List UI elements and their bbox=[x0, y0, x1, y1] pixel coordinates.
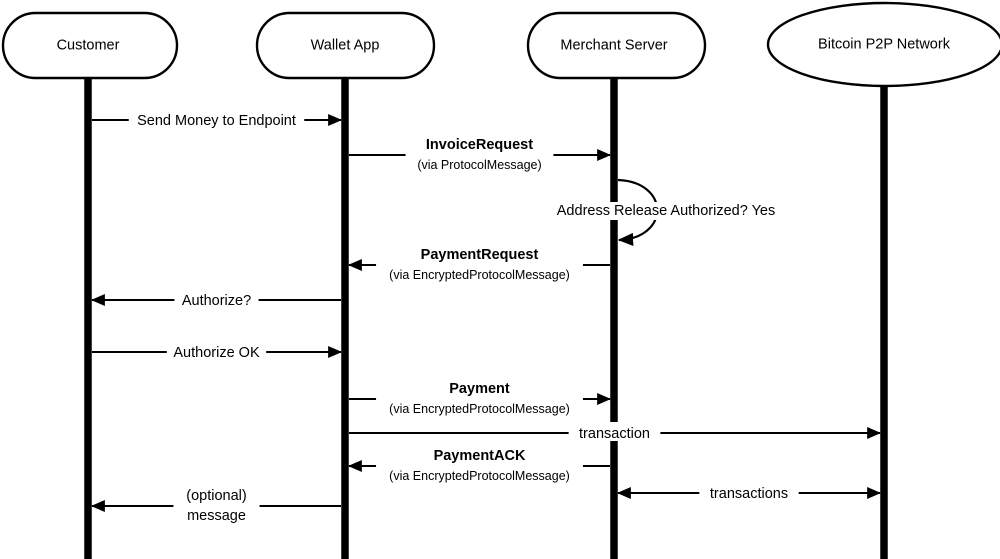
message-label-m1: Send Money to Endpoint bbox=[137, 113, 296, 129]
participant-label-bitcoin: Bitcoin P2P Network bbox=[818, 36, 951, 52]
message-label-m8: transaction bbox=[579, 426, 650, 442]
message-m8: transaction bbox=[349, 422, 882, 442]
message-label-m5: Authorize? bbox=[182, 293, 251, 309]
message-subtitle-m4: (via EncryptedProtocolMessage) bbox=[389, 268, 570, 282]
participant-box-customer[interactable] bbox=[1, 11, 179, 80]
message-title-m7: Payment bbox=[449, 381, 510, 397]
message-m4: PaymentRequest (via EncryptedProtocolMess… bbox=[347, 245, 610, 285]
participant-bitcoin[interactable]: Bitcoin P2P Network bbox=[766, 1, 1000, 88]
message-m1: Send Money to Endpoint bbox=[92, 109, 343, 129]
label-backdrop bbox=[376, 379, 583, 419]
message-label-m10: transactions bbox=[710, 486, 788, 502]
participant-ellipse-bitcoin[interactable] bbox=[766, 1, 1000, 88]
message-m9: PaymentACK (via EncryptedProtocolMessage) bbox=[347, 446, 610, 486]
message-m3: Address Release Authorized? Yes bbox=[548, 178, 784, 247]
message-subtitle-m9: (via EncryptedProtocolMessage) bbox=[389, 469, 570, 483]
message-title-m4: PaymentRequest bbox=[421, 247, 539, 263]
participant-label-wallet: Wallet App bbox=[311, 37, 380, 53]
participant-merchant[interactable]: Merchant Server bbox=[526, 11, 707, 80]
label-backdrop bbox=[376, 245, 583, 285]
message-m10: transactions bbox=[616, 482, 882, 502]
participant-box-wallet[interactable] bbox=[255, 11, 436, 80]
message-title-m2: InvoiceRequest bbox=[426, 137, 533, 153]
label-backdrop bbox=[376, 446, 583, 486]
participant-box-merchant[interactable] bbox=[526, 11, 707, 80]
message-label-m6: Authorize OK bbox=[173, 345, 260, 361]
message-m7: Payment (via EncryptedProtocolMessage) bbox=[349, 379, 612, 419]
label-backdrop bbox=[699, 482, 799, 501]
participant-label-merchant: Merchant Server bbox=[560, 37, 667, 53]
label-backdrop bbox=[173, 486, 260, 526]
label-backdrop bbox=[128, 109, 305, 128]
label-backdrop bbox=[568, 422, 661, 441]
message-m11: (optional) message bbox=[90, 486, 341, 526]
message-subtitle-m7: (via EncryptedProtocolMessage) bbox=[389, 402, 570, 416]
message-subtitle-m2: (via ProtocolMessage) bbox=[417, 158, 541, 172]
label-backdrop bbox=[174, 289, 259, 308]
lifelines-layer bbox=[84, 79, 888, 559]
label-backdrop bbox=[548, 202, 784, 220]
label-backdrop bbox=[166, 341, 267, 360]
participant-label-customer: Customer bbox=[57, 37, 120, 53]
message-title-m11: (optional) bbox=[186, 488, 246, 504]
message-m5: Authorize? bbox=[90, 289, 341, 309]
message-subtitle-m11: message bbox=[187, 508, 246, 524]
label-backdrop bbox=[405, 135, 554, 175]
participant-nodes-layer: Customer Wallet App Merchant Server Bitcoin… bbox=[1, 1, 1000, 88]
message-m6: Authorize OK bbox=[92, 341, 343, 361]
message-title-m9: PaymentACK bbox=[434, 448, 526, 464]
message-label-m3: Address Release Authorized? Yes bbox=[557, 203, 775, 219]
message-m2: InvoiceRequest (via ProtocolMessage) bbox=[349, 135, 612, 175]
participant-customer[interactable]: Customer bbox=[1, 11, 179, 80]
participant-wallet[interactable]: Wallet App bbox=[255, 11, 436, 80]
